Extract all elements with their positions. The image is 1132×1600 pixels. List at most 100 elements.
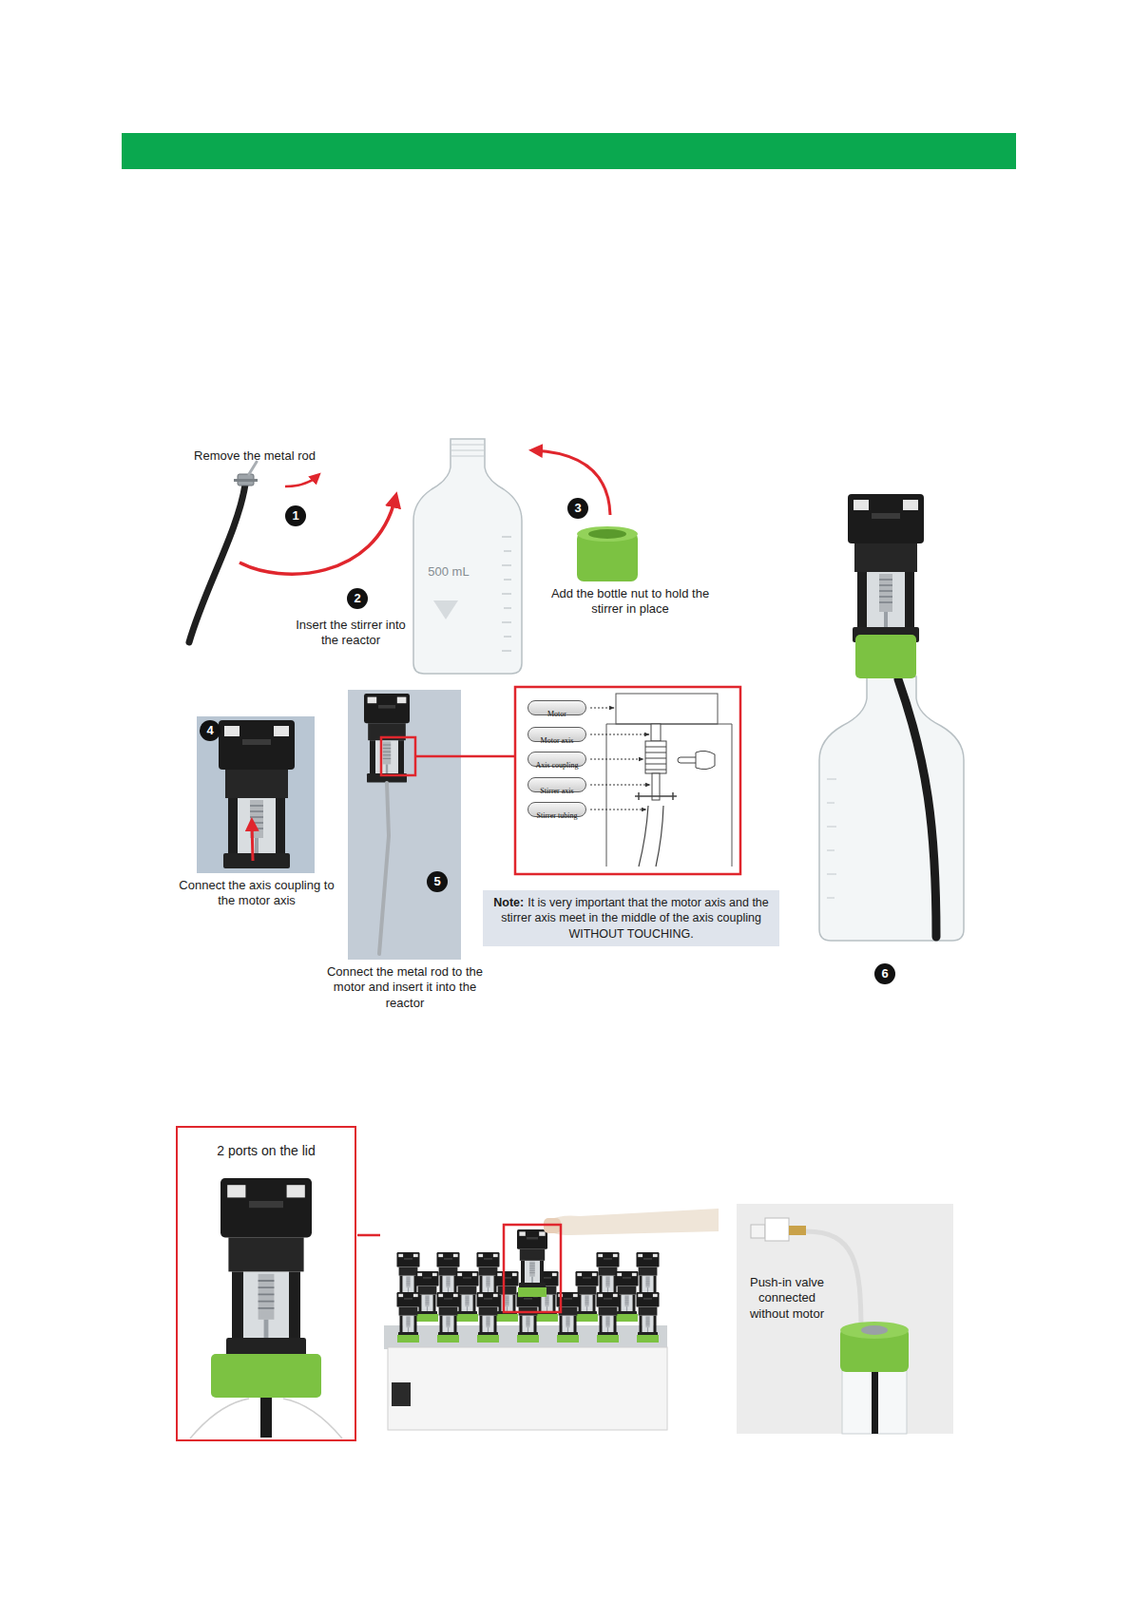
bottle-marking: 500 mL <box>415 564 482 580</box>
motor-unit-part <box>397 1292 421 1338</box>
assembled-reactor-part <box>847 494 924 643</box>
callout-frame: 2 ports on the lid <box>175 1126 357 1442</box>
photo-water-bath-part <box>391 1382 411 1407</box>
header-band <box>121 133 1017 170</box>
node-text: Axis coupling <box>535 761 578 771</box>
motor-unit-part <box>636 1292 660 1338</box>
coupling-inset-part <box>590 708 651 810</box>
motor-unit <box>596 1292 620 1344</box>
coupling-inset-part <box>645 741 667 774</box>
photo-push-in-valve-part <box>750 1225 766 1239</box>
photo-axis-coupling-part <box>196 716 315 874</box>
stirrer-rod-part <box>249 461 257 475</box>
photo-water-bath <box>380 1208 719 1433</box>
motor-lid <box>190 1178 343 1439</box>
photo-push-in-valve-part <box>842 1368 907 1435</box>
photo-push-in-valve-part <box>736 1204 954 1435</box>
coupling-inset <box>515 687 741 875</box>
assembled-reactor-part <box>819 676 964 941</box>
motor-unit-part <box>397 1335 420 1344</box>
coupling-inset-part <box>606 724 732 867</box>
photo-push-in-valve-part <box>765 1218 789 1242</box>
motor-unit-part <box>477 1292 500 1338</box>
part-label: Motor axis <box>527 727 587 743</box>
photo-metal-rod-part <box>347 690 461 960</box>
photo-water-bath-part-part <box>517 1229 548 1289</box>
node-text: Motor <box>547 709 567 720</box>
photo-axis-coupling-part <box>218 720 295 869</box>
coupling-inset-part <box>651 724 661 742</box>
part-label: Axis coupling <box>527 751 587 768</box>
coupling-inset-part <box>638 805 664 867</box>
motor-unit-part <box>556 1335 579 1344</box>
stirrer-rod <box>189 461 258 643</box>
stirrer-rod-part <box>189 484 246 643</box>
photo-push-in-valve-part <box>871 1368 879 1435</box>
motor-unit-part <box>596 1292 620 1338</box>
motor-unit-part <box>596 1335 619 1344</box>
coupling-inset-part <box>645 747 667 770</box>
leader-line <box>590 809 647 811</box>
motor-lid-part <box>211 1354 322 1399</box>
bottle-nut-part <box>588 529 627 539</box>
motor-unit-part <box>575 1314 598 1323</box>
motor-unit-part <box>615 1314 638 1323</box>
node-text: Motor axis <box>540 736 575 747</box>
motor-unit-part <box>456 1314 479 1323</box>
motor-lid-part <box>220 1178 312 1357</box>
motor-unit <box>477 1292 500 1344</box>
instruction-text: Connect the metal rod to the motor and i… <box>326 964 484 1012</box>
assembled-reactor-part <box>898 679 937 938</box>
photo-push-in-valve <box>736 1204 954 1435</box>
leader-line <box>590 734 650 736</box>
assembled-reactor-part <box>826 779 837 899</box>
coupling-inset-part <box>615 693 718 725</box>
photo-water-bath-part <box>547 1208 719 1236</box>
bottle-nut-part <box>576 526 638 542</box>
step-arrow <box>285 476 318 487</box>
assembled-reactor-part <box>855 634 917 679</box>
photo-axis-coupling <box>196 716 315 874</box>
photo-push-in-valve-part <box>861 1325 888 1336</box>
coupling-inset-part <box>515 687 741 875</box>
photo-metal-rod-part <box>381 737 416 776</box>
leader-line <box>590 759 644 761</box>
instruction-text: Connect the axis coupling to the motor a… <box>171 878 343 910</box>
glass-bottle-part <box>501 537 512 652</box>
assembled-reactor <box>819 494 964 941</box>
bottle-nut <box>576 526 638 582</box>
motor-unit <box>517 1292 540 1344</box>
leader-line <box>415 755 516 759</box>
step-arrow <box>239 498 396 575</box>
photo-water-bath-part <box>387 1347 668 1431</box>
callout-number: 6 <box>874 963 896 985</box>
instruction-text: Add the bottle nut to hold the stirrer i… <box>544 586 716 618</box>
glass-bottle-part <box>413 439 522 674</box>
instruction-text: Push-in valve connected without motor <box>739 1275 835 1323</box>
photo-water-bath-part-part <box>518 1287 547 1298</box>
part-label: Stirrer axis <box>527 777 587 793</box>
node-text: 2 ports on the lid <box>177 1143 355 1160</box>
motor-unit-part <box>536 1314 558 1323</box>
motor-unit <box>636 1292 660 1344</box>
motor-unit-part <box>517 1335 539 1344</box>
coupling-inset-part <box>634 792 677 801</box>
part-label: Stirrer tubing <box>527 802 587 818</box>
photo-metal-rod-part <box>379 783 389 955</box>
leader-line <box>590 785 651 787</box>
callout-number: 4 <box>199 720 221 742</box>
glass-bottle-part <box>450 444 485 457</box>
motor-unit-part <box>437 1292 461 1338</box>
node-text: Stirrer axis <box>539 786 574 797</box>
motor-lid-part <box>190 1399 343 1439</box>
stirrer-rod-part <box>233 479 258 482</box>
photo-water-bath-part <box>503 1225 561 1313</box>
motor-unit-part <box>416 1314 439 1323</box>
note-box: Note:It is very important that the motor… <box>482 890 780 947</box>
glass-bottle <box>413 439 522 674</box>
node-text: It is very important that the motor axis… <box>500 896 769 941</box>
photo-push-in-valve-part <box>840 1322 909 1340</box>
glass-bottle-part <box>433 600 459 620</box>
